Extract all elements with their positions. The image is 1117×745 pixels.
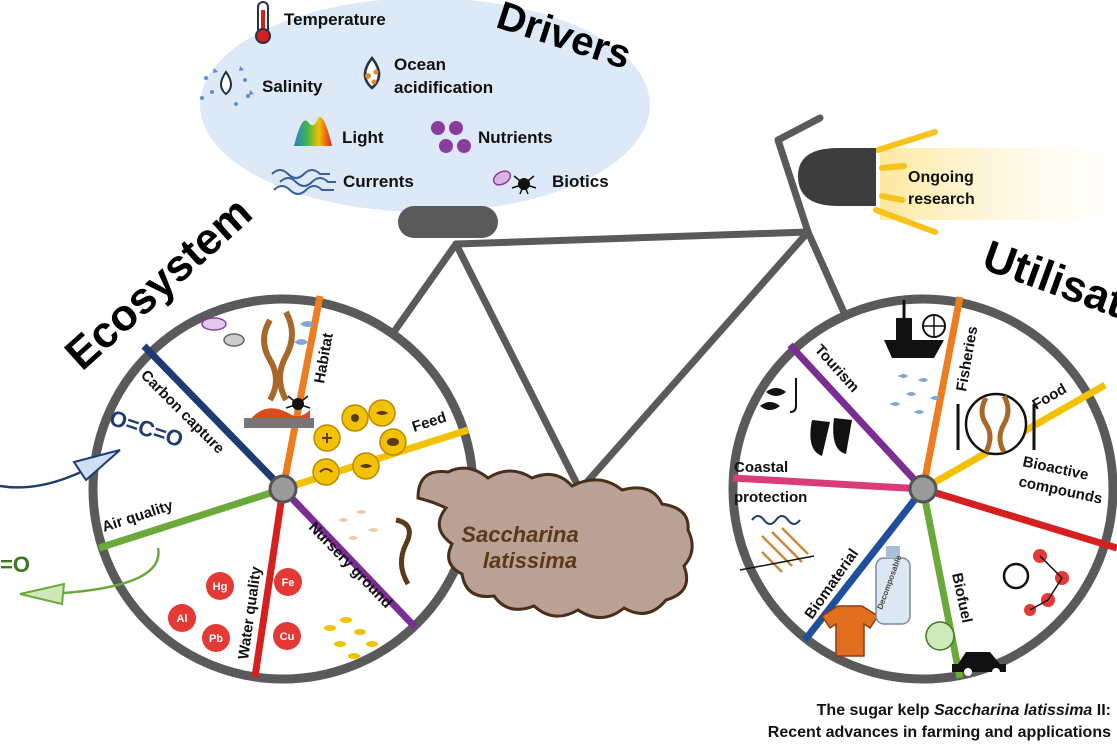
caption-suffix: II:	[1092, 702, 1111, 719]
spoke-coastal-protection	[732, 474, 924, 493]
o2-formula: =O	[0, 552, 30, 577]
salinity-icon	[200, 66, 254, 106]
currents-icon	[271, 169, 336, 195]
spoke-fisheries	[919, 296, 964, 490]
snorkel-fins-icon	[810, 418, 852, 456]
driver-biotics-label: Biotics	[552, 172, 609, 191]
ecosystem-hub	[268, 474, 298, 504]
utilisation-wheel: Utilisation Tourism Fisheries Food Coast…	[728, 231, 1117, 684]
driver-nutrients-label: Nutrients	[478, 128, 553, 147]
spoke-carbon-capture	[141, 343, 286, 492]
bottle-icon: Decomposable	[875, 546, 911, 625]
tshirt-icon	[820, 605, 880, 657]
metal-cu: Cu	[280, 631, 295, 643]
tourism-fishing-icon	[760, 378, 797, 413]
driver-salinity-label: Salinity	[262, 77, 323, 96]
caption-line-1: The sugar kelp Saccharina latissima II:	[691, 700, 1111, 722]
juvenile-fish-icon	[338, 510, 378, 540]
coastal-protection-label-2: protection	[734, 489, 807, 506]
metal-al: Al	[177, 613, 188, 625]
spoke-habitat	[279, 295, 324, 490]
co2-intake-arrow	[0, 449, 121, 489]
wave-barrier-icon	[739, 515, 815, 573]
spoke-bioactive-compounds	[921, 485, 1117, 552]
ocean-acidification-icon	[363, 55, 381, 90]
kelp-name-line2: latissima	[483, 548, 577, 573]
driver-temperature-label: Temperature	[284, 10, 386, 29]
ongoing-research-label-2: research	[908, 191, 975, 208]
plankton-icon	[201, 317, 245, 347]
food-plate-icon	[956, 392, 1036, 456]
spoke-tourism	[787, 342, 926, 492]
driver-currents-label: Currents	[343, 172, 414, 191]
coastal-protection-label-1: Coastal	[734, 459, 788, 476]
bicycle-headlight	[798, 148, 876, 206]
driver-ocean-acidification-label-2: acidification	[394, 78, 493, 97]
food-web-icon	[312, 399, 407, 486]
bicycle-saddle	[398, 206, 498, 238]
kelp-name-line1: Saccharina	[461, 522, 578, 547]
caption-line-2: Recent advances in farming and applicati…	[767, 724, 1111, 741]
nutrients-icon	[431, 121, 471, 153]
metal-pb: Pb	[209, 633, 223, 645]
utilisation-hub	[908, 474, 938, 504]
sea-urchin-icon	[285, 395, 311, 410]
driver-light-label: Light	[342, 128, 384, 147]
heavy-metals: Hg Fe Al Pb Cu	[168, 568, 302, 652]
metal-hg: Hg	[213, 581, 228, 593]
spoke-air-quality	[97, 485, 285, 552]
spoke-biofuel	[919, 488, 964, 679]
caption-species: Saccharina latissima	[934, 702, 1093, 719]
kelp-habitat-icon	[244, 310, 314, 428]
o2-release-arrow	[19, 547, 160, 606]
saccharina-kelp: Saccharina latissima	[395, 466, 694, 619]
light-spectrum-icon	[294, 117, 332, 146]
fish-school-icon	[890, 374, 940, 414]
spoke-nursery-ground	[280, 486, 418, 630]
ongoing-research-label-1: Ongoing	[908, 169, 974, 186]
metal-fe: Fe	[282, 577, 295, 589]
bioactive-molecule-icon	[1002, 549, 1069, 616]
ongoing-research-light: Ongoing research	[873, 129, 1117, 235]
larval-fish-icon	[324, 617, 378, 659]
figure-caption: The sugar kelp Saccharina latissima II: …	[691, 700, 1111, 744]
driver-ocean-acidification-label-1: Ocean	[394, 55, 446, 74]
biofuel-car-icon	[925, 621, 1006, 676]
fishing-boat-icon	[884, 300, 946, 358]
ecosystem-wheel: Ecosystem Carbon capture Habitat Feed Ai…	[56, 188, 478, 684]
caption-prefix: The sugar kelp	[816, 702, 935, 719]
thermometer-icon	[255, 1, 271, 44]
spoke-water-quality	[251, 488, 287, 678]
fish-icon	[294, 321, 314, 345]
drivers-bubble: Drivers Temperature Salinity Ocean acidi…	[200, 0, 650, 212]
biotics-icon	[492, 170, 537, 195]
